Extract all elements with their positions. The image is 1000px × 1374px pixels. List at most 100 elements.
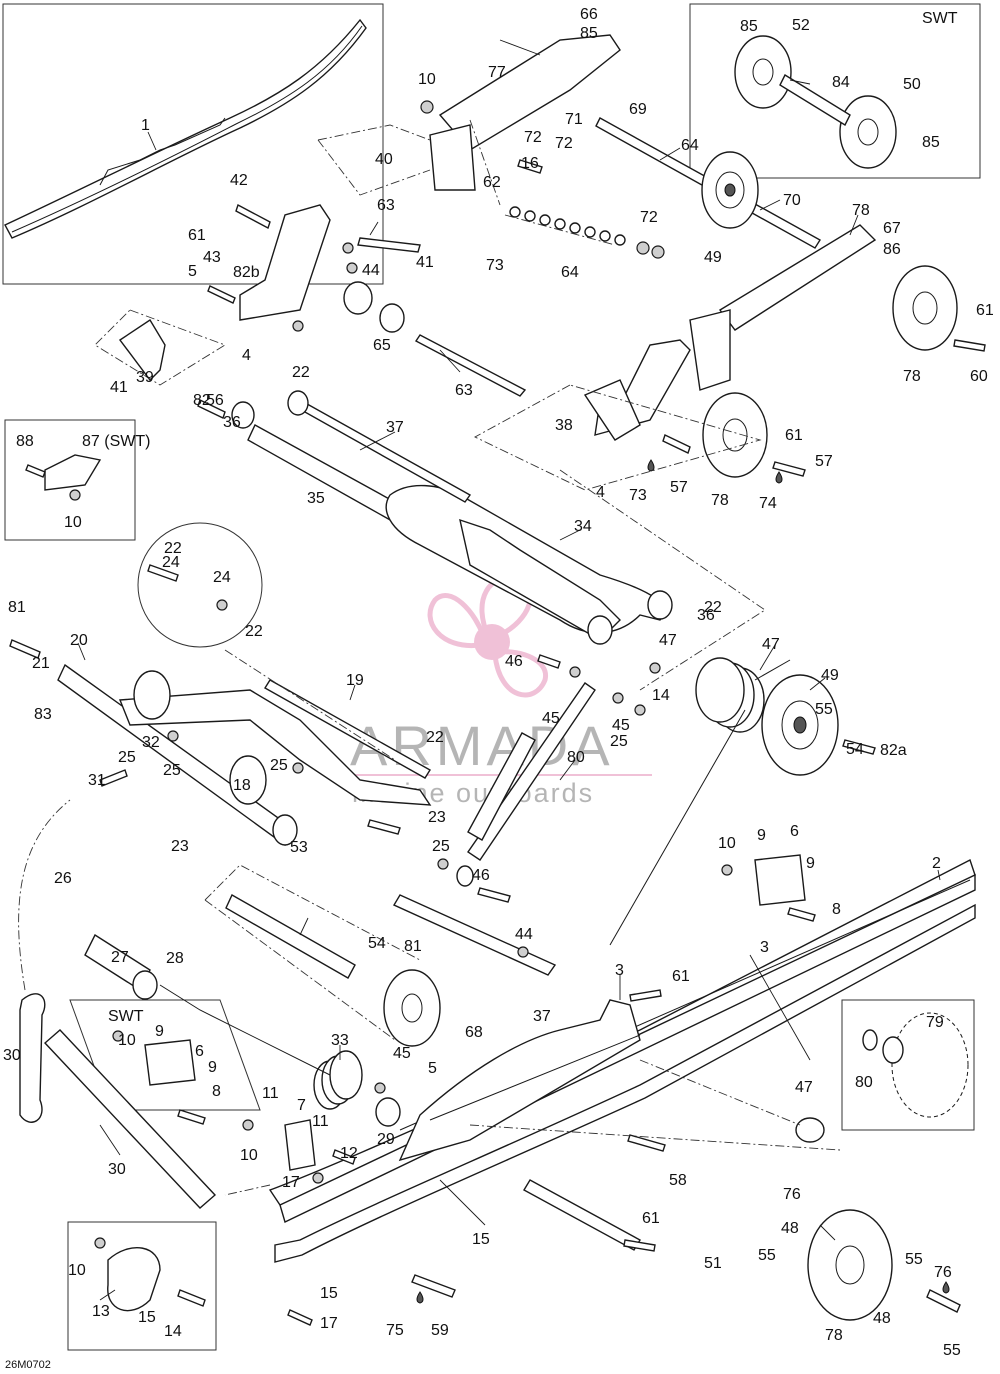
link-detail-circle — [137, 522, 263, 648]
callout: 41 — [416, 254, 434, 271]
assembly-lines — [18, 119, 841, 1196]
callout: 20 — [70, 632, 88, 649]
callout: 88 — [16, 433, 34, 450]
callout: 61 — [642, 1210, 660, 1227]
bumper-6-top — [754, 854, 806, 906]
callout: 41 — [110, 379, 128, 396]
callout: 53 — [290, 839, 308, 856]
bracket-90 — [44, 454, 102, 491]
callout: 25 — [432, 838, 450, 855]
propeller-logo — [427, 575, 548, 698]
callout: 23 — [171, 838, 189, 855]
callout: 67 — [883, 220, 901, 237]
callout: 9 — [806, 855, 815, 872]
callout: 37 — [533, 1008, 551, 1025]
callout: 13 — [92, 1303, 110, 1320]
spacer-30-a — [132, 970, 158, 1000]
callout: 81 — [404, 938, 422, 955]
callout: 75 — [386, 1322, 404, 1339]
callout: 22 — [164, 540, 182, 557]
callout: 22 — [426, 729, 444, 746]
leader-lines — [77, 39, 941, 1301]
callout: 52 — [792, 17, 810, 34]
callout: 3 — [615, 962, 624, 979]
tube-56 — [225, 894, 356, 979]
callout: 25 — [270, 757, 288, 774]
callout: 43 — [203, 249, 221, 266]
callout: 64 — [681, 137, 699, 154]
callout: 12 — [340, 1145, 358, 1162]
callout: 11 — [262, 1085, 279, 1102]
callout: 18 — [233, 777, 251, 794]
bumper-6-swt — [144, 1039, 196, 1086]
tubes — [19, 894, 641, 1251]
callout: 10 — [64, 514, 82, 531]
swt-axle-88 — [779, 74, 851, 126]
callout: 17 — [282, 1174, 300, 1191]
callout: 82a — [880, 742, 907, 759]
callout: 54 — [846, 741, 864, 758]
callout: 85 — [740, 18, 758, 35]
callout: 32 — [142, 734, 160, 751]
callout: 35 — [307, 490, 325, 507]
callout: 25 — [163, 762, 181, 779]
callout: 58 — [669, 1172, 687, 1189]
callout: 57 — [815, 453, 833, 470]
callout: 63 — [455, 382, 473, 399]
callout: 74 — [759, 495, 777, 512]
wheel-82-rear — [807, 1209, 893, 1321]
wheel-55-top — [701, 151, 759, 229]
callout: 61 — [785, 427, 803, 444]
right-slide-rail — [268, 859, 976, 1263]
callout: 69 — [629, 101, 647, 118]
wheel-swt-a — [734, 35, 792, 109]
callout: 46 — [472, 867, 490, 884]
callout: 33 — [331, 1032, 349, 1049]
callout: 15 — [138, 1309, 156, 1326]
callout: 84 — [832, 74, 850, 91]
callout: 14 — [164, 1323, 182, 1340]
callout-labels: 1 2 3 3 4 4 5 5 6 6 7 8 8 9 9 9 9 10 10 … — [3, 6, 994, 1359]
callout: 62 — [483, 174, 501, 191]
slide-rail-inset — [4, 18, 367, 239]
callout: 19 — [346, 672, 364, 689]
callout: 45 — [542, 710, 560, 727]
wheel-81-upper — [892, 265, 958, 351]
callout: 30 — [3, 1047, 21, 1064]
callout: 10 — [418, 71, 436, 88]
swt-top-inset-box — [689, 3, 981, 179]
callout: 36 — [697, 607, 715, 624]
bracket-44-right — [583, 379, 641, 441]
callout: 64 — [561, 264, 579, 281]
callout: 14 — [652, 687, 670, 704]
callout: 76 — [934, 1264, 952, 1281]
callout: 36 — [223, 414, 241, 431]
callout: 85 — [922, 134, 940, 151]
callout: 34 — [574, 518, 592, 535]
callout: 28 — [166, 950, 184, 967]
exploded-wheel-82a — [862, 1012, 969, 1118]
swt-top-label: SWT — [922, 10, 958, 27]
callout: 22 — [245, 623, 263, 640]
spacer-30-b — [375, 1097, 401, 1127]
callout: 40 — [375, 151, 393, 168]
callout: 57 — [670, 479, 688, 496]
callout: 45 — [393, 1045, 411, 1062]
callout: 23 — [428, 809, 446, 826]
callout: 37 — [386, 419, 404, 436]
callout: 24 — [213, 569, 231, 586]
callout: 55 — [815, 701, 833, 718]
callout: 78 — [852, 202, 870, 219]
propeller-hub — [474, 624, 510, 660]
tube-31 — [43, 1029, 217, 1209]
callout: 48 — [781, 1220, 799, 1237]
callout: 73 — [486, 257, 504, 274]
callout: 78 — [903, 368, 921, 385]
wheel-exploded-inset-box — [841, 999, 975, 1131]
callout: 82b — [233, 264, 260, 281]
figure-code: 26M0702 — [5, 1359, 51, 1371]
callout: 49 — [704, 249, 722, 266]
bracket-44-left — [118, 319, 166, 382]
callout: 78 — [825, 1327, 843, 1344]
